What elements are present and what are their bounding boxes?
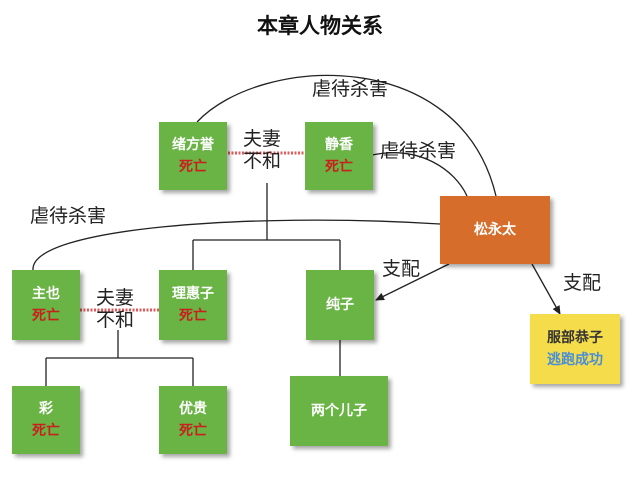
control-arrow-fubu	[531, 263, 561, 315]
label-couple-1-bottom: 不和	[243, 150, 282, 172]
node-songyongtai-name: 松永太	[474, 222, 516, 238]
label-couple-1-top: 夫妻	[243, 128, 282, 150]
node-zhuye-status: 死亡	[32, 308, 60, 324]
node-fubugongzi-status: 逃跑成功	[547, 352, 603, 368]
node-chunzi: 纯子	[306, 270, 374, 340]
abuse-curve-xufangyu	[196, 74, 497, 197]
node-zhuye-name: 主也	[32, 286, 60, 302]
label-couple-2: 夫妻 不和	[96, 287, 134, 331]
node-zhuye: 主也 死亡	[12, 270, 80, 340]
node-lihuizi: 理惠子 死亡	[159, 270, 227, 340]
node-lihuizi-name: 理惠子	[172, 286, 214, 302]
node-jingxiang: 静香 死亡	[305, 122, 373, 190]
node-fubugongzi-name: 服部恭子	[547, 330, 603, 346]
label-couple-2-bottom: 不和	[96, 309, 135, 331]
node-yougui-name: 优贵	[179, 401, 207, 417]
node-songyongtai: 松永太	[440, 196, 550, 264]
node-yougui: 优贵 死亡	[159, 386, 227, 454]
label-control-fubu: 支配	[563, 272, 602, 294]
node-lihuizi-status: 死亡	[179, 308, 207, 324]
node-cai: 彩 死亡	[12, 386, 80, 454]
node-fubugongzi: 服部恭子 逃跑成功	[530, 314, 620, 384]
node-jingxiang-name: 静香	[325, 137, 353, 153]
label-abuse-top: 虐待杀害	[312, 78, 389, 100]
page-title: 本章人物关系	[257, 14, 383, 38]
node-cai-status: 死亡	[32, 423, 60, 439]
label-couple-1: 夫妻 不和	[243, 128, 281, 172]
label-abuse-zhuye: 虐待杀害	[30, 205, 107, 227]
abuse-curve-zhuye	[32, 219, 441, 271]
control-arrow-chunzi	[375, 263, 450, 301]
node-xufangyu-status: 死亡	[179, 159, 207, 175]
node-liangger: 两个儿子	[290, 376, 388, 446]
node-xufangyu: 绪方誉 死亡	[159, 122, 227, 190]
node-xufangyu-name: 绪方誉	[172, 137, 214, 153]
node-yougui-status: 死亡	[179, 423, 207, 439]
label-couple-2-top: 夫妻	[96, 287, 135, 309]
node-jingxiang-status: 死亡	[325, 159, 353, 175]
label-abuse-jingxiang: 虐待杀害	[380, 140, 457, 162]
label-control-chunzi: 支配	[382, 258, 421, 280]
abuse-curve-jingxiang	[371, 152, 468, 197]
node-chunzi-name: 纯子	[326, 297, 354, 313]
node-cai-name: 彩	[39, 401, 53, 417]
node-liangger-name: 两个儿子	[311, 403, 367, 419]
